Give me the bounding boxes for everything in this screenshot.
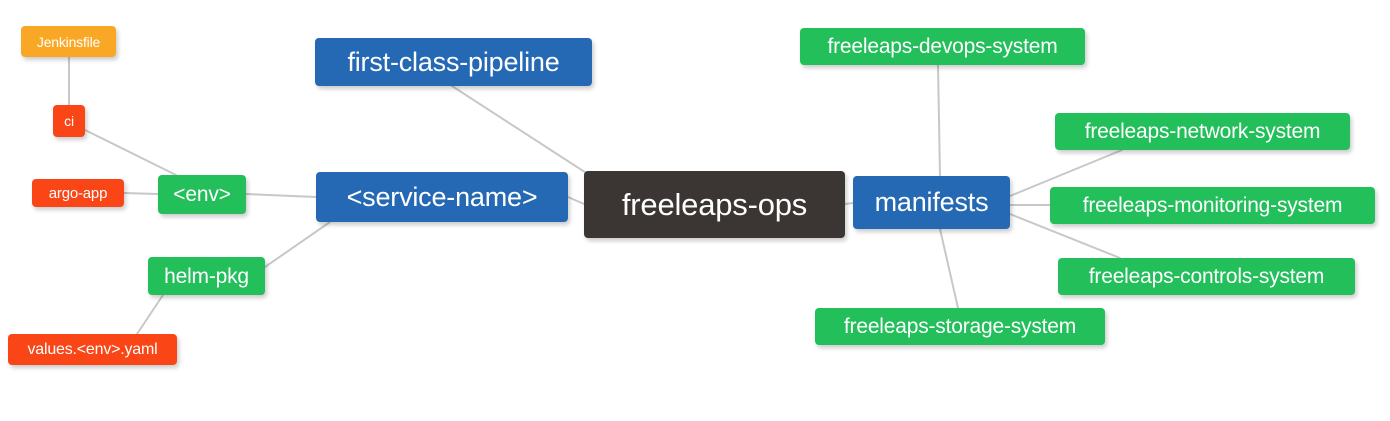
edge-manifests-to-storage-system <box>939 228 959 309</box>
mindmap-node-ci[interactable]: ci <box>53 105 85 137</box>
mindmap-node-storage-system[interactable]: freeleaps-storage-system <box>815 308 1105 345</box>
mindmap-node-label: <env> <box>173 183 231 206</box>
edge-root-to-manifests <box>844 202 854 205</box>
mindmap-node-label: freeleaps-storage-system <box>843 315 1077 338</box>
mindmap-node-jenkinsfile[interactable]: Jenkinsfile <box>21 26 116 57</box>
mindmap-node-label: <service-name> <box>346 181 538 212</box>
mindmap-node-label: freeleaps-devops-system <box>827 35 1058 58</box>
mindmap-node-first-class-pipeline[interactable]: first-class-pipeline <box>315 38 592 86</box>
mindmap-node-label: manifests <box>874 187 989 217</box>
mindmap-node-label: ci <box>64 113 74 129</box>
mindmap-node-label: first-class-pipeline <box>347 46 560 77</box>
mindmap-node-controls-system[interactable]: freeleaps-controls-system <box>1058 258 1355 295</box>
mindmap-node-label: freeleaps-monitoring-system <box>1082 194 1343 217</box>
edge-manifests-to-devops-system <box>937 64 941 177</box>
mindmap-node-network-system[interactable]: freeleaps-network-system <box>1055 113 1350 150</box>
mindmap-node-root[interactable]: freeleaps-ops <box>584 171 845 238</box>
edge-helm-pkg-to-values-yaml <box>136 294 164 335</box>
mindmap-node-service-name[interactable]: <service-name> <box>316 172 568 222</box>
mindmap-node-label: freeleaps-ops <box>621 187 808 222</box>
mindmap-node-values-yaml[interactable]: values.<env>.yaml <box>8 334 177 365</box>
edge-service-name-to-env <box>245 193 317 198</box>
mindmap-node-argo-app[interactable]: argo-app <box>32 179 124 207</box>
mindmap-node-label: freeleaps-controls-system <box>1088 265 1325 288</box>
mindmap-node-label: Jenkinsfile <box>36 33 101 50</box>
edge-env-to-ci <box>84 129 177 176</box>
mindmap-node-label: helm-pkg <box>164 264 249 288</box>
mindmap-node-label: values.<env>.yaml <box>27 340 158 358</box>
edge-root-to-service-name <box>567 196 585 205</box>
edge-root-to-first-class-pipeline <box>451 85 595 179</box>
mindmap-node-env[interactable]: <env> <box>158 175 246 214</box>
mindmap-node-manifests[interactable]: manifests <box>853 176 1010 229</box>
mindmap-node-label: argo-app <box>48 184 108 202</box>
mindmap-node-label: freeleaps-network-system <box>1084 120 1321 143</box>
mindmap-node-monitoring-system[interactable]: freeleaps-monitoring-system <box>1050 187 1375 224</box>
mindmap-node-devops-system[interactable]: freeleaps-devops-system <box>800 28 1085 65</box>
mindmap-node-helm-pkg[interactable]: helm-pkg <box>148 257 265 295</box>
edge-env-to-argo-app <box>123 192 159 195</box>
